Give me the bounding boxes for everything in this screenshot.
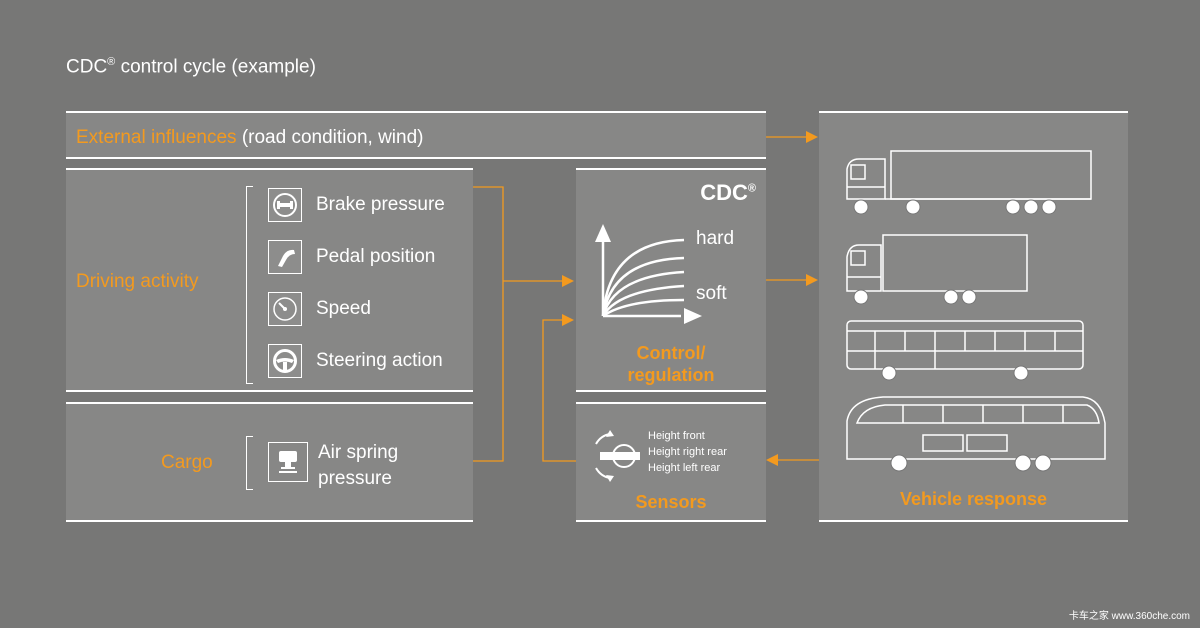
external-influences-panel: External influences (road condition, win… bbox=[66, 111, 766, 159]
sensors-panel: Height front Height right rear Height le… bbox=[576, 402, 766, 522]
damping-curve-graph bbox=[595, 224, 702, 324]
external-label: External influences bbox=[76, 127, 237, 148]
pedal-position-label: Pedal position bbox=[316, 246, 436, 267]
item-steering-action: Steering action bbox=[268, 342, 443, 380]
item-air-spring-pressure bbox=[268, 442, 308, 482]
sensor-height-left-rear: Height left rear bbox=[648, 462, 721, 474]
height-sensor-icon bbox=[595, 430, 640, 482]
watermark: 卡车之家 www.360che.com bbox=[1068, 611, 1190, 622]
sensor-height-front: Height front bbox=[648, 430, 705, 442]
rigid-truck-icon bbox=[846, 234, 1028, 305]
cargo-panel: Cargo Air spring pressure bbox=[66, 402, 473, 522]
semi-truck-icon bbox=[846, 150, 1092, 215]
control-regulation-panel: CDC® hard soft Control/ regulation bbox=[576, 168, 766, 392]
item-brake-pressure: Brake pressure bbox=[268, 186, 445, 224]
cdc-brand: CDC® bbox=[700, 180, 756, 205]
cargo-bracket bbox=[246, 436, 253, 490]
hard-label: hard bbox=[696, 228, 735, 249]
steering-action-label: Steering action bbox=[316, 350, 443, 371]
driving-activity-label: Driving activity bbox=[76, 271, 199, 292]
item-pedal-position: Pedal position bbox=[268, 238, 435, 276]
external-detail: (road condition, wind) bbox=[241, 127, 424, 148]
page-title: CDC® control cycle (example) bbox=[66, 56, 316, 78]
item-speed: Speed bbox=[268, 290, 371, 328]
steering-wheel-icon bbox=[268, 344, 302, 378]
control-regulation-label: Control/ regulation bbox=[627, 343, 715, 385]
sensors-label: Sensors bbox=[635, 492, 707, 512]
air-spring-icon bbox=[268, 442, 308, 482]
soft-label: soft bbox=[696, 283, 727, 304]
driving-activity-panel: Driving activity Brake pressure Pedal po… bbox=[66, 168, 473, 392]
sensor-height-right-rear: Height right rear bbox=[648, 446, 727, 458]
speedometer-icon bbox=[268, 292, 302, 326]
driving-bracket bbox=[246, 186, 253, 384]
vehicle-response-panel: Vehicle response bbox=[819, 111, 1128, 522]
air-spring-label: Air spring pressure bbox=[318, 442, 399, 489]
vehicle-response-label: Vehicle response bbox=[899, 489, 1048, 509]
brake-icon bbox=[268, 188, 302, 222]
speed-label: Speed bbox=[316, 298, 371, 319]
pedal-icon bbox=[268, 240, 302, 274]
city-bus-icon bbox=[846, 320, 1084, 381]
coach-bus-icon bbox=[846, 396, 1106, 472]
brake-pressure-label: Brake pressure bbox=[316, 194, 445, 215]
cargo-label: Cargo bbox=[161, 452, 213, 473]
